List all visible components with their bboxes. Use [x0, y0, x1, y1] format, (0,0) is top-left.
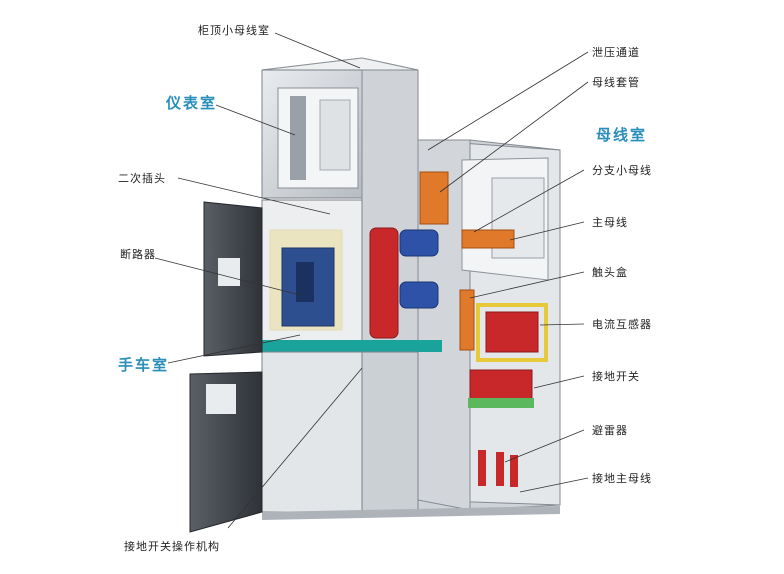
upper-door — [204, 202, 262, 356]
label-earthing-main-busbar: 接地主母线 — [592, 470, 652, 486]
label-branch-small-busbar: 分支小母线 — [592, 162, 652, 178]
label-secondary-plug: 二次插头 — [118, 170, 166, 186]
label-circuit-breaker: 断路器 — [120, 246, 156, 262]
label-bus-bushing: 母线套管 — [592, 74, 640, 90]
instrument-room-panel — [278, 88, 358, 188]
label-surge-arrester: 避雷器 — [592, 422, 628, 438]
label-cart-room: 手车室 — [118, 354, 169, 375]
label-busbar-room: 母线室 — [596, 124, 647, 145]
label-pressure-relief-channel: 泄压通道 — [592, 44, 640, 60]
label-current-transformer: 电流互感器 — [592, 316, 652, 332]
busbar-room-panel — [462, 158, 548, 280]
label-instrument-room: 仪表室 — [166, 92, 217, 113]
label-contact-box: 触头盒 — [592, 264, 628, 280]
label-top-small-bus-room: 柜顶小母线室 — [198, 22, 270, 38]
label-earthing-switch-mechanism: 接地开关操作机构 — [124, 538, 220, 554]
surge-arresters — [478, 450, 518, 487]
label-main-busbar: 主母线 — [592, 214, 628, 230]
lower-door — [190, 372, 262, 532]
current-transformer-assembly — [478, 305, 546, 360]
earthing-switch-assembly — [468, 370, 534, 408]
label-earthing-switch: 接地开关 — [592, 368, 640, 384]
